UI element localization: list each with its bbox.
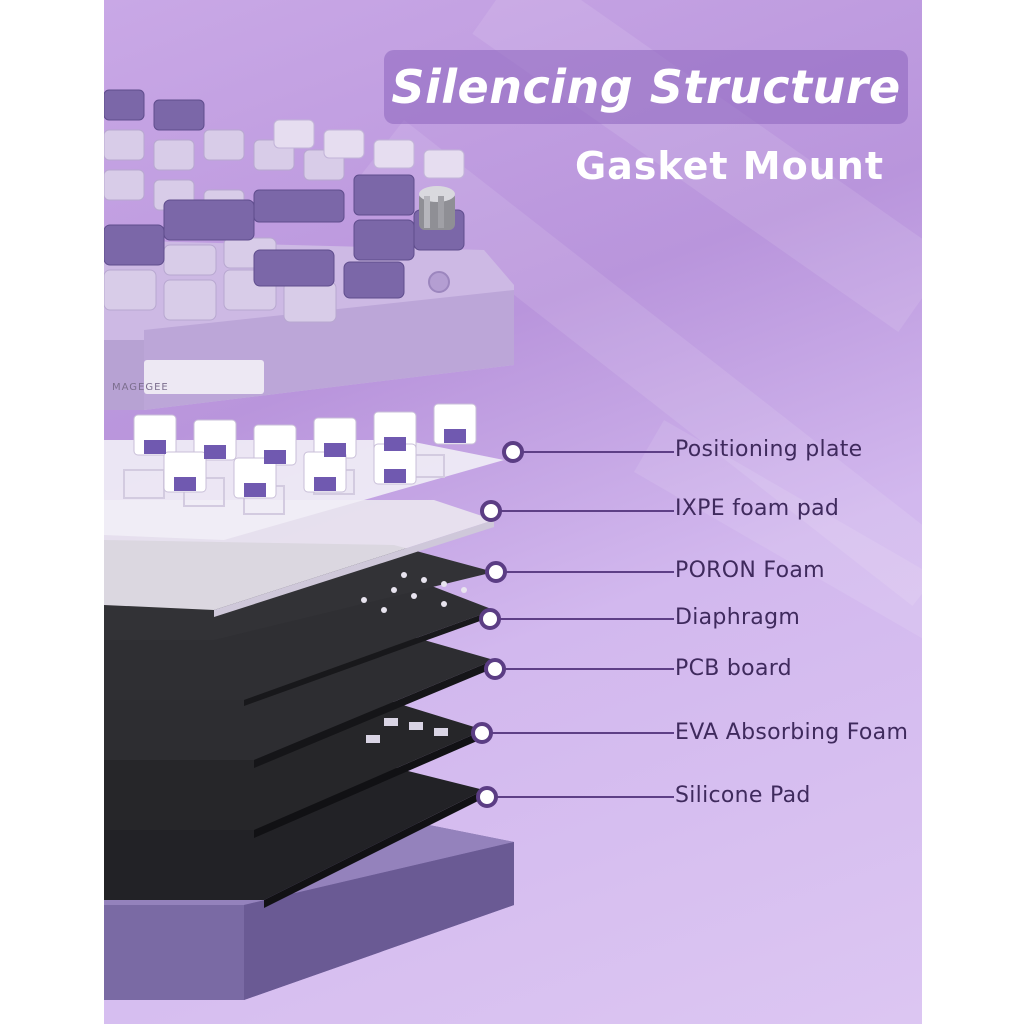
page-subtitle: Gasket Mount [574, 144, 884, 188]
callout-dot [476, 786, 498, 808]
exploded-keyboard-illustration [104, 89, 514, 1000]
layer-label-ixpe-foam-pad: IXPE foam pad [675, 496, 840, 521]
callout-line [490, 510, 674, 512]
callout-dot [479, 608, 501, 630]
title-banner: Silencing Structure [384, 50, 908, 124]
callout-line [481, 732, 674, 734]
callout-dot [480, 500, 502, 522]
callout-dot [502, 441, 524, 463]
brand-logo-text: MAGEGEE [112, 382, 169, 393]
callout-line [495, 571, 674, 573]
page-title: Silencing Structure [391, 60, 901, 114]
callout-line [486, 796, 674, 798]
callout-dot [471, 722, 493, 744]
callout-line [512, 451, 674, 453]
product-panel: Silencing Structure Gasket Mount Positio… [104, 0, 922, 1024]
callout-dot [485, 561, 507, 583]
layer-label-poron-foam: PORON Foam [675, 558, 825, 583]
callout-line [494, 668, 674, 670]
layer-label-eva-absorbing-foam: EVA Absorbing Foam [675, 720, 909, 745]
callout-dot [484, 658, 506, 680]
volume-knob [419, 186, 455, 230]
callout-line [489, 618, 674, 620]
layer-label-pcb-board: PCB board [675, 656, 792, 681]
switches [133, 403, 477, 499]
layer-label-diaphragm: Diaphragm [675, 605, 801, 630]
layer-label-positioning-plate: Positioning plate [675, 437, 863, 462]
layer-label-silicone-pad: Silicone Pad [675, 783, 811, 808]
